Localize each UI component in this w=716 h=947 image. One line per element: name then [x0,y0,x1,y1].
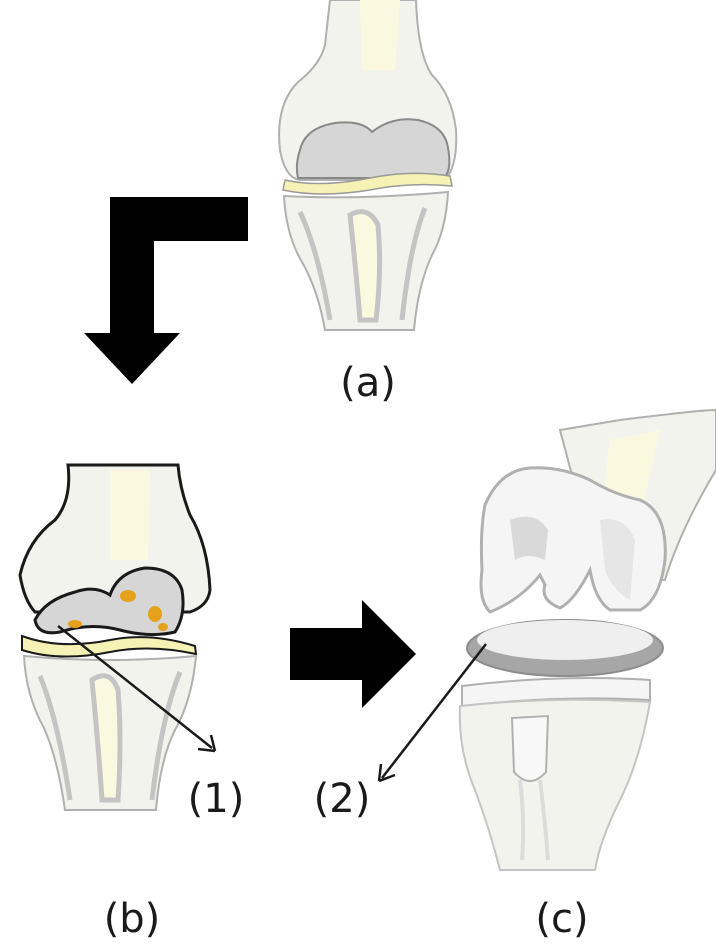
femur-shaft-shade-b [110,470,150,560]
implant-ring-inner [477,620,653,660]
tibial-stem [512,716,548,781]
worn-spot [158,623,168,631]
label-b: (b) [104,896,161,942]
right-arrow-b-to-c [290,600,416,708]
marker-1: (1) [188,776,245,822]
prosthesis-knee-illustration [460,410,716,870]
l-arrow-a-to-b [84,197,248,384]
damaged-knee-illustration [20,465,210,810]
healthy-knee-illustration [279,0,456,330]
worn-spot [68,620,82,628]
label-a: (a) [340,360,396,406]
cartilage-b [22,636,196,657]
worn-spot [120,590,136,602]
worn-spot [148,606,162,622]
label-c: (c) [535,896,588,942]
marker-2: (2) [314,776,371,822]
tibia-c [460,700,650,870]
femur-shaft-shade-a [360,0,400,70]
